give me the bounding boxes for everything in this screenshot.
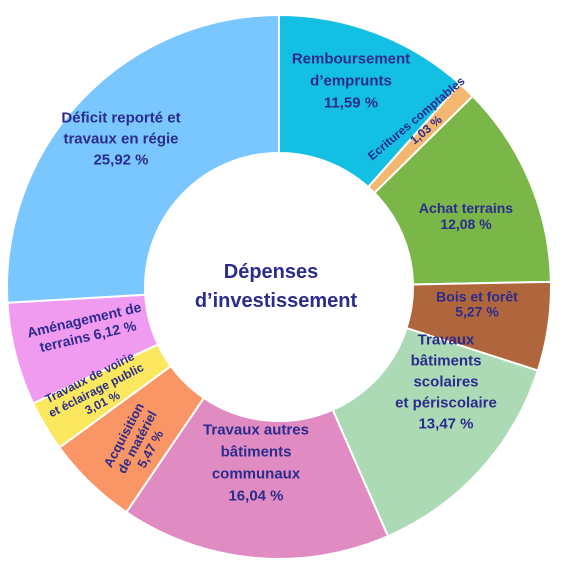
donut-hole bbox=[145, 153, 413, 421]
slices-layer bbox=[6, 13, 552, 560]
slice-name-label: travaux en régie bbox=[63, 130, 178, 147]
slice-value-label: 5,27 % bbox=[455, 303, 499, 319]
slice-value-label: 25,92 % bbox=[93, 151, 148, 168]
slice-name-label: Remboursement bbox=[292, 50, 410, 67]
slice-value-label: 13,47 % bbox=[418, 415, 473, 432]
slice-name-label: Travaux bbox=[418, 331, 475, 348]
slice-name-label: et périscolaire bbox=[395, 394, 497, 411]
slice-name-label: scolaires bbox=[413, 373, 478, 390]
slice-label: Travaux autres bâtiments communaux 16,04 % bbox=[203, 421, 309, 504]
slice-name-label: Achat terrains bbox=[419, 200, 513, 216]
slice-label: Déficit reporté et travaux en régie 25,92 … bbox=[61, 109, 180, 168]
slice-name-label: d’emprunts bbox=[310, 72, 392, 89]
slice-name-label: bâtiments bbox=[221, 443, 292, 460]
slice-name-label: Déficit reporté et bbox=[61, 109, 180, 126]
chart-title: Dépenses bbox=[224, 261, 319, 283]
slice-value-label: 11,59 % bbox=[324, 94, 378, 111]
slice-name-label: bâtiments bbox=[411, 352, 482, 369]
slice-name-label: Travaux autres bbox=[203, 421, 309, 438]
slice-value-label: 12,08 % bbox=[440, 216, 492, 232]
slice-value-label: 16,04 % bbox=[228, 487, 283, 504]
chart-title-line-2: d’investissement bbox=[195, 290, 358, 312]
slice-label: Remboursement d’emprunts 11,59 % bbox=[292, 50, 410, 111]
slice-name-label: Bois et forêt bbox=[436, 288, 518, 304]
slice-name-label: communaux bbox=[212, 465, 301, 482]
slice-label: Travaux bâtiments scolaires et périscolaire… bbox=[395, 331, 497, 432]
